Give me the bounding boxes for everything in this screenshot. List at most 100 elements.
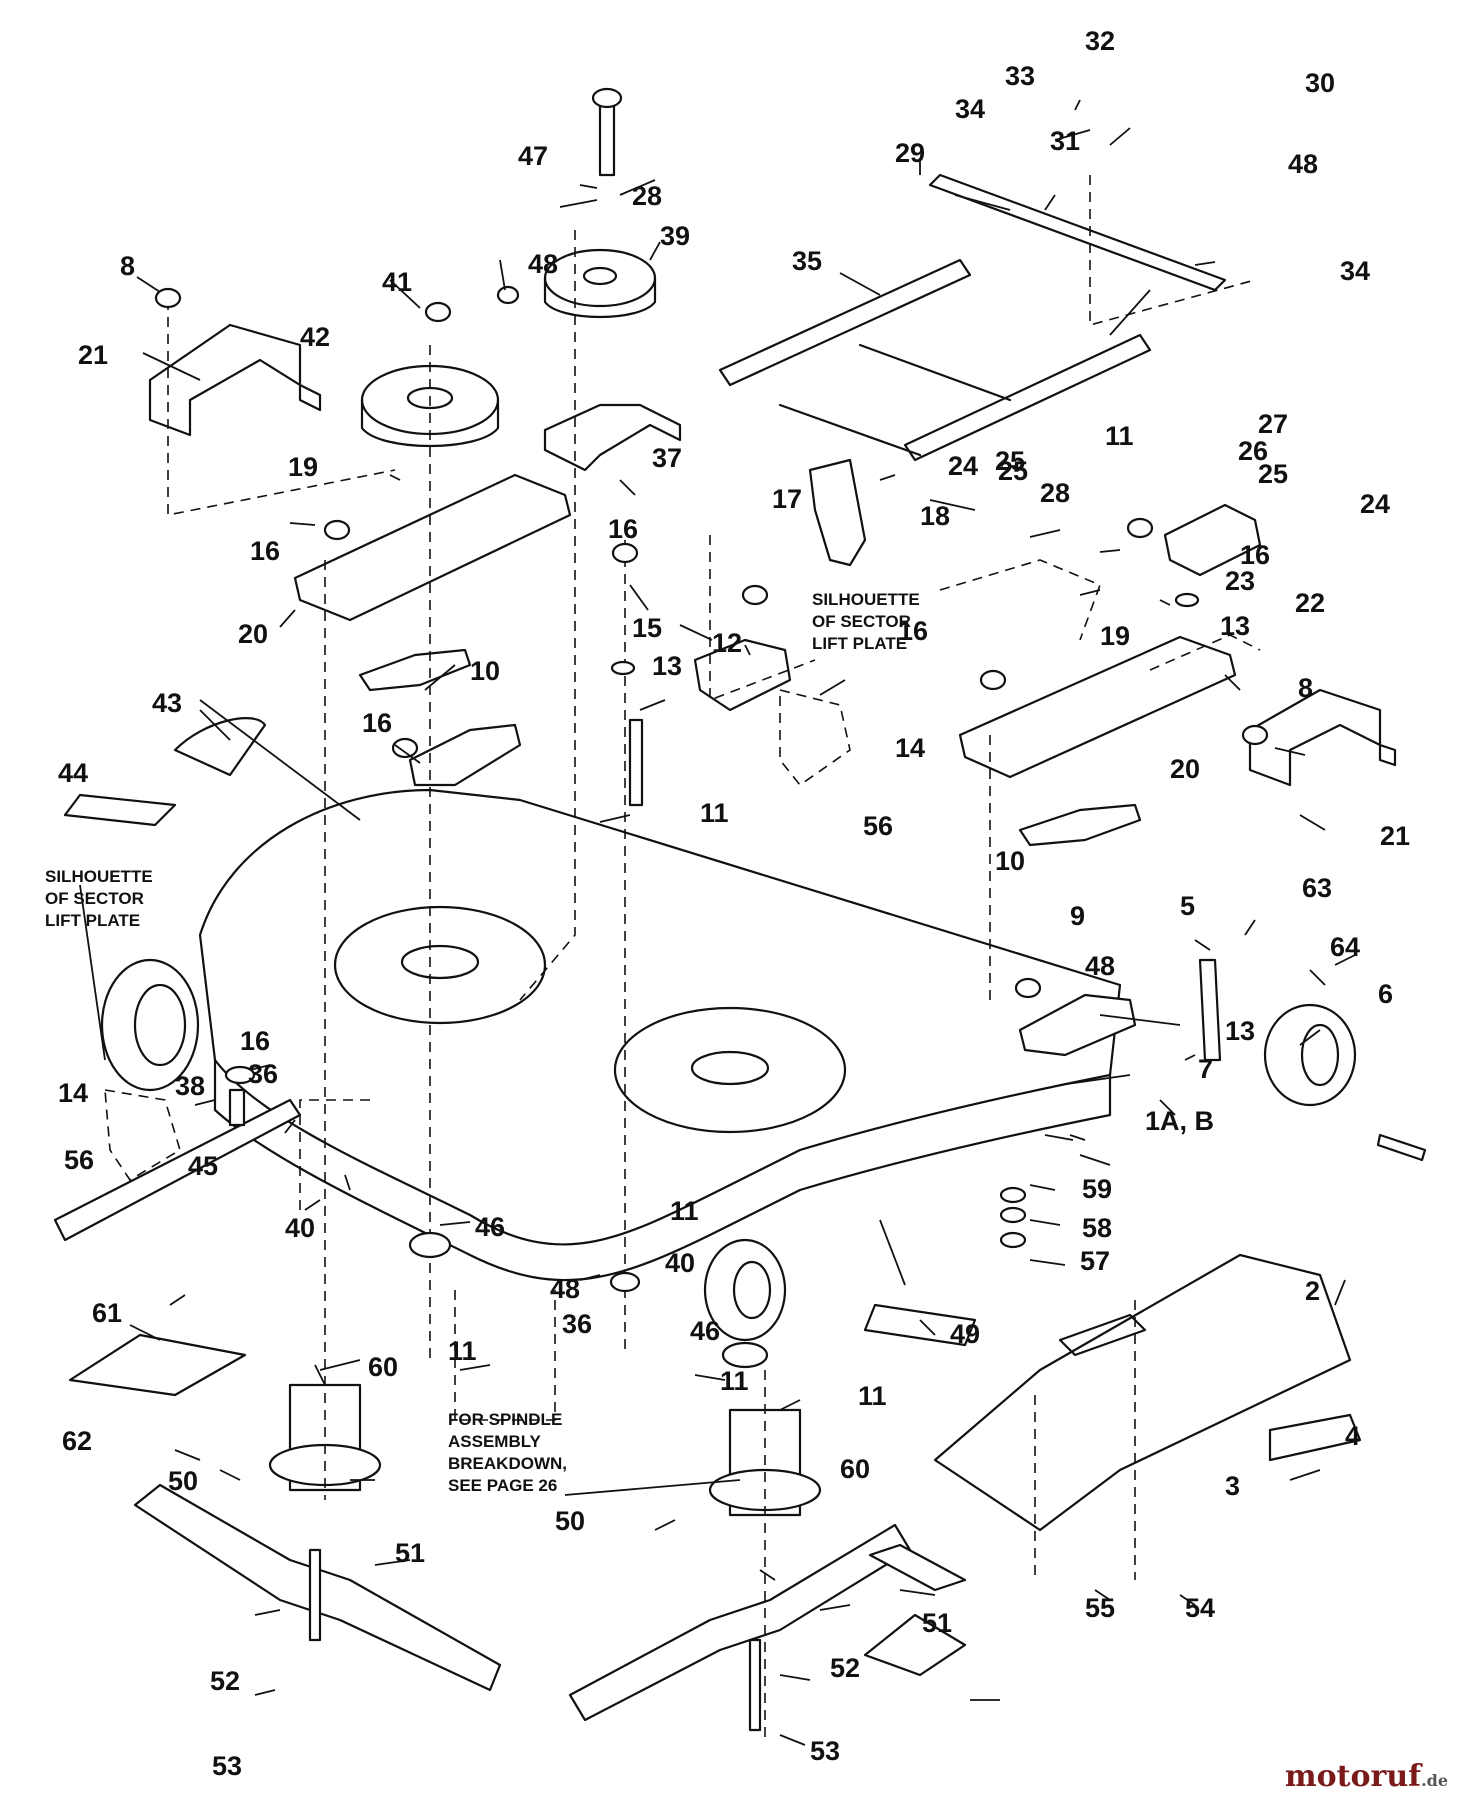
callout-36: 36 bbox=[562, 1309, 592, 1339]
callout-32: 32 bbox=[1085, 26, 1115, 56]
callout-21: 21 bbox=[1380, 821, 1410, 851]
svg-text:SEE PAGE 26: SEE PAGE 26 bbox=[448, 1476, 557, 1495]
svg-text:OF SECTOR: OF SECTOR bbox=[45, 889, 144, 908]
callout-7: 7 bbox=[1198, 1054, 1213, 1084]
svg-text:LIFT PLATE: LIFT PLATE bbox=[812, 634, 907, 653]
callout-60: 60 bbox=[840, 1454, 870, 1484]
callout-48: 48 bbox=[550, 1274, 580, 1304]
callout-11: 11 bbox=[670, 1196, 699, 1226]
callout-52: 52 bbox=[210, 1666, 240, 1696]
callout-31: 31 bbox=[1050, 126, 1080, 156]
pulleys bbox=[360, 248, 657, 447]
callout-22: 22 bbox=[1295, 588, 1325, 618]
svg-text:FOR SPINDLE: FOR SPINDLE bbox=[448, 1410, 562, 1429]
note-spindle-breakdown: FOR SPINDLE ASSEMBLY BREAKDOWN, SEE PAGE… bbox=[448, 1410, 567, 1495]
callout-6: 6 bbox=[1378, 979, 1393, 1009]
callout-45: 45 bbox=[188, 1151, 218, 1181]
callout-11: 11 bbox=[858, 1381, 887, 1411]
svg-text:ASSEMBLY: ASSEMBLY bbox=[448, 1432, 542, 1451]
callout-29: 29 bbox=[895, 138, 925, 168]
sector-plate-silhouettes bbox=[104, 688, 851, 1182]
discharge-chute bbox=[933, 1253, 1362, 1532]
spindle-assemblies bbox=[268, 1383, 822, 1517]
callout-56: 56 bbox=[863, 811, 893, 841]
callout-13: 13 bbox=[652, 651, 682, 681]
callout-11: 11 bbox=[1105, 421, 1134, 451]
callout-28: 28 bbox=[1040, 478, 1070, 508]
callout-52: 52 bbox=[830, 1653, 860, 1683]
svg-text:OF SECTOR: OF SECTOR bbox=[812, 612, 911, 631]
hardware bbox=[154, 87, 1427, 1732]
callout-57: 57 bbox=[1080, 1246, 1110, 1276]
callout-48: 48 bbox=[1085, 951, 1115, 981]
callout-60: 60 bbox=[368, 1352, 398, 1382]
callout-27: 27 bbox=[1258, 409, 1288, 439]
callout-2: 2 bbox=[1305, 1276, 1320, 1306]
watermark-main: motoruf bbox=[1284, 1759, 1422, 1794]
callout-8: 8 bbox=[1298, 673, 1313, 703]
callout-21: 21 bbox=[78, 340, 108, 370]
callout-64: 64 bbox=[1330, 932, 1360, 962]
callout-53: 53 bbox=[212, 1751, 242, 1781]
callout-61: 61 bbox=[92, 1298, 122, 1328]
callout-15: 15 bbox=[632, 613, 662, 643]
callout-54: 54 bbox=[1185, 1593, 1215, 1623]
callout-14: 14 bbox=[58, 1078, 88, 1108]
callout-28: 28 bbox=[632, 181, 662, 211]
note-sector-top: SILHOUETTE OF SECTOR LIFT PLATE bbox=[812, 590, 920, 653]
callout-10: 10 bbox=[470, 656, 500, 686]
callout-40: 40 bbox=[665, 1248, 695, 1278]
callout-18: 18 bbox=[920, 501, 950, 531]
callout-48: 48 bbox=[528, 249, 558, 279]
callout-44: 44 bbox=[58, 758, 88, 788]
callout-14: 14 bbox=[895, 733, 925, 763]
callout-50: 50 bbox=[555, 1506, 585, 1536]
callout-24: 24 bbox=[948, 451, 978, 481]
callout-51: 51 bbox=[395, 1538, 425, 1568]
callout-58: 58 bbox=[1082, 1213, 1112, 1243]
callout-11: 11 bbox=[700, 798, 729, 828]
callout-13: 13 bbox=[1220, 611, 1250, 641]
callout-16: 16 bbox=[608, 514, 638, 544]
callout-13: 13 bbox=[1225, 1016, 1255, 1046]
callout-3: 3 bbox=[1225, 1471, 1240, 1501]
callout-25: 25 bbox=[998, 456, 1028, 486]
callout-39: 39 bbox=[660, 221, 690, 251]
callout-24: 24 bbox=[1360, 489, 1390, 519]
callout-19: 19 bbox=[1100, 621, 1130, 651]
callout-16: 16 bbox=[250, 536, 280, 566]
callout-51: 51 bbox=[922, 1608, 952, 1638]
callout-55: 55 bbox=[1085, 1593, 1115, 1623]
callout-16: 16 bbox=[362, 708, 392, 738]
callout-53: 53 bbox=[810, 1736, 840, 1766]
callout-16: 16 bbox=[240, 1026, 270, 1056]
callout-20: 20 bbox=[238, 619, 268, 649]
callout-35: 35 bbox=[792, 246, 822, 276]
caster-wheels bbox=[100, 958, 1357, 1342]
callout-50: 50 bbox=[168, 1466, 198, 1496]
callout-48: 48 bbox=[1288, 149, 1318, 179]
svg-text:SILHOUETTE: SILHOUETTE bbox=[45, 867, 153, 886]
callout-10: 10 bbox=[995, 846, 1025, 876]
callout-63: 63 bbox=[1302, 873, 1332, 903]
callout-11: 11 bbox=[448, 1336, 477, 1366]
callout-1ab: 1A, B bbox=[1145, 1106, 1214, 1136]
callout-4: 4 bbox=[1345, 1421, 1360, 1451]
callout-16: 16 bbox=[1240, 540, 1270, 570]
callout-19: 19 bbox=[288, 452, 318, 482]
decals bbox=[63, 717, 977, 1677]
callout-33: 33 bbox=[1005, 61, 1035, 91]
callout-56: 56 bbox=[64, 1145, 94, 1175]
callout-42: 42 bbox=[300, 322, 330, 352]
callout-16: 16 bbox=[898, 616, 928, 646]
svg-text:LIFT PLATE: LIFT PLATE bbox=[45, 911, 140, 930]
callout-34: 34 bbox=[1340, 256, 1370, 286]
assembly-lines bbox=[167, 175, 1261, 1740]
callout-9: 9 bbox=[1070, 901, 1085, 931]
callout-26: 26 bbox=[1238, 436, 1268, 466]
callout-47: 47 bbox=[518, 141, 548, 171]
callout-23: 23 bbox=[1225, 566, 1255, 596]
lift-assembly bbox=[53, 173, 1227, 1242]
callout-36: 36 bbox=[248, 1059, 278, 1089]
